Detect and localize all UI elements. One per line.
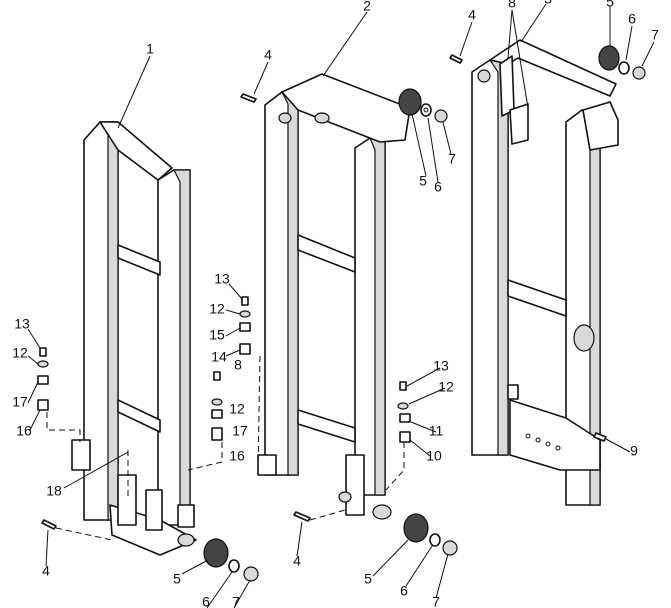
roller-assembly-bottom-middle (403, 513, 458, 556)
callout-16-left: 16 (16, 423, 32, 439)
callout-labels: 1 2 3 4 4 4 4 5 5 5 5 6 6 6 6 7 7 7 7 8 … (12, 0, 659, 608)
pin-parts (41, 54, 607, 530)
callout-8-right-top: 8 (508, 0, 516, 11)
callout-14: 14 (211, 349, 227, 365)
callout-9: 9 (630, 443, 638, 459)
callout-12-center-upper: 12 (209, 301, 225, 317)
outer-mast-left (71, 121, 197, 556)
callout-5-left-bottom: 5 (173, 571, 181, 587)
callout-12-left: 12 (12, 345, 28, 361)
callout-17-left: 17 (12, 394, 28, 410)
roller-assembly-bottom-left (203, 538, 259, 582)
callout-6-middle-top: 6 (434, 179, 442, 195)
callout-6-middle-bottom: 6 (400, 583, 408, 599)
callout-6-right-top: 6 (628, 11, 636, 27)
hardware-leaders (27, 283, 243, 489)
callout-16-center: 16 (229, 448, 245, 464)
roller-assembly-top-middle (398, 88, 448, 123)
leader-lines (45, 3, 655, 608)
callout-12-center-lower: 12 (229, 401, 245, 417)
hardware-stack-center-lower (211, 371, 223, 441)
callout-6-left-bottom: 6 (202, 594, 210, 608)
hardware-stack-left (37, 347, 49, 411)
callout-5-middle-top: 5 (419, 173, 427, 189)
roller-assembly-top-right (598, 45, 646, 80)
callout-4-middle-bottom: 4 (293, 553, 301, 569)
callout-15: 15 (209, 327, 225, 343)
callout-4-middle-top: 4 (264, 47, 272, 63)
callout-18: 18 (46, 483, 62, 499)
callout-4-left-bottom: 4 (42, 563, 50, 579)
callout-13-center: 13 (214, 271, 230, 287)
callout-7-middle-top: 7 (448, 151, 456, 167)
callout-8-center: 8 (234, 357, 242, 373)
callout-7-right-top: 7 (651, 27, 659, 43)
callout-13-left: 13 (14, 316, 30, 332)
callout-2: 2 (363, 0, 371, 14)
callout-7-middle-bottom: 7 (432, 594, 440, 608)
callout-10: 10 (426, 448, 442, 464)
callout-1: 1 (146, 41, 154, 57)
callout-3: 3 (544, 0, 552, 7)
assembly-lines (46, 355, 405, 541)
callout-5-right-top: 5 (606, 0, 614, 10)
callout-5-middle-bottom: 5 (364, 571, 372, 587)
hardware-stack-center-upper (239, 296, 251, 355)
callout-4-right-top: 4 (468, 7, 476, 23)
callout-11: 11 (429, 423, 444, 439)
callout-7-left-bottom: 7 (232, 594, 240, 608)
callout-12-right: 12 (438, 379, 454, 395)
intermediate-mast-middle (257, 73, 411, 520)
callout-17-center: 17 (232, 423, 248, 439)
hardware-stack-right (397, 381, 411, 443)
callout-13-right: 13 (433, 358, 449, 374)
inner-mast-right (471, 39, 619, 506)
